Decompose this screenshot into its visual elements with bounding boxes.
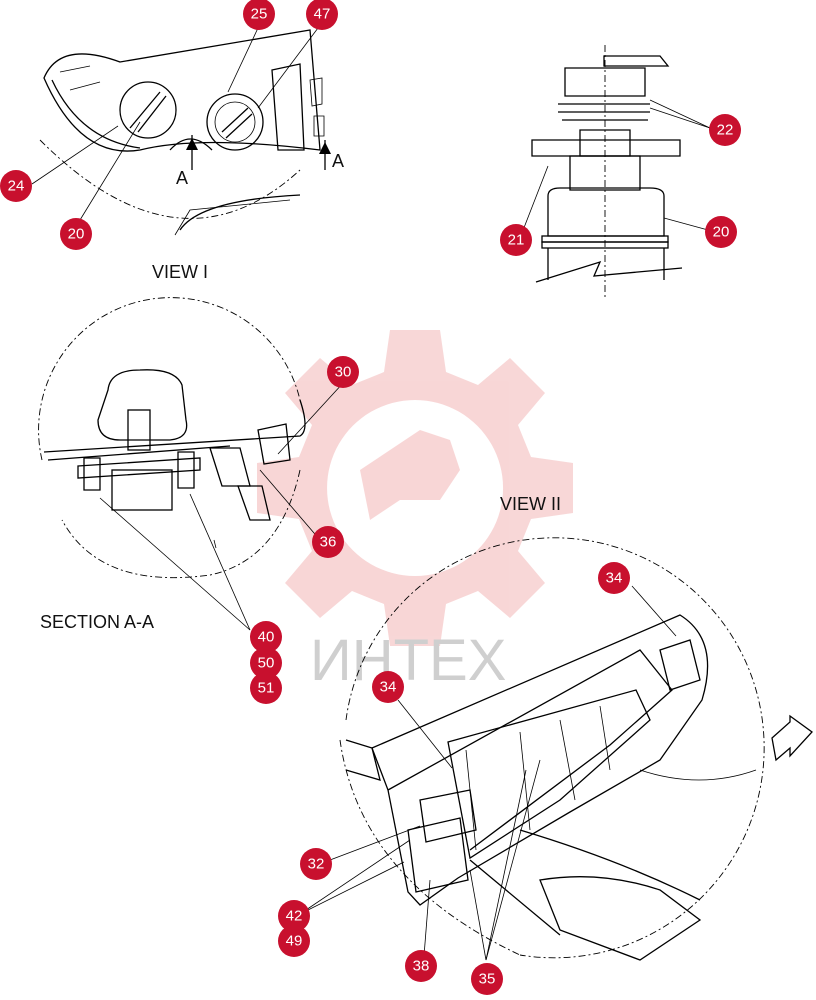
- svg-text:32: 32: [308, 856, 325, 873]
- callout-38: 38: [405, 950, 437, 982]
- gear-icon: [257, 330, 573, 646]
- callout-47: 47: [306, 0, 338, 30]
- svg-text:40: 40: [258, 629, 275, 646]
- view-2-label: VIEW II: [500, 494, 561, 514]
- svg-text:20: 20: [68, 226, 85, 243]
- callout-50: 50: [250, 647, 282, 679]
- watermark-logo: [257, 330, 573, 646]
- svg-text:35: 35: [479, 971, 496, 988]
- section-mark-left: A: [176, 168, 188, 188]
- view-1-label: VIEW I: [152, 262, 208, 282]
- callout-30: 30: [327, 356, 359, 388]
- svg-text:30: 30: [335, 364, 352, 381]
- callout-51: 51: [250, 672, 282, 704]
- svg-text:51: 51: [258, 680, 275, 697]
- svg-text:24: 24: [8, 178, 25, 195]
- svg-text:50: 50: [258, 655, 275, 672]
- callout-21: 21: [500, 224, 532, 256]
- callout-49: 49: [278, 925, 310, 957]
- callout-32: 32: [300, 848, 332, 880]
- wrench-icon: [360, 430, 460, 520]
- callout-35: 35: [471, 963, 503, 995]
- svg-text:25: 25: [251, 6, 268, 23]
- svg-text:36: 36: [320, 534, 337, 551]
- callout-34-top: 34: [598, 562, 630, 594]
- svg-text:47: 47: [314, 6, 331, 23]
- callout-42: 42: [278, 900, 310, 932]
- svg-text:34: 34: [606, 570, 623, 587]
- callout-34-left: 34: [372, 671, 404, 703]
- view-2-detail: [299, 537, 813, 961]
- callout-36: 36: [312, 526, 344, 558]
- section-mark-right: A: [332, 151, 344, 171]
- svg-text:34: 34: [380, 679, 397, 696]
- section-aa-detail: [38, 297, 345, 631]
- callout-20-view1: 20: [60, 218, 92, 250]
- callout-24: 24: [0, 170, 32, 202]
- callout-25: 25: [243, 0, 275, 30]
- svg-text:22: 22: [717, 122, 734, 139]
- svg-text:21: 21: [508, 232, 525, 249]
- callout-22: 22: [709, 114, 741, 146]
- svg-text:49: 49: [286, 933, 303, 950]
- callout-20-cap: 20: [705, 216, 737, 248]
- callout-40: 40: [250, 621, 282, 653]
- view-1-detail: A A: [31, 27, 344, 236]
- watermark-text: ИНТЕХ: [310, 628, 506, 693]
- svg-text:20: 20: [713, 224, 730, 241]
- cap-detail: [519, 45, 711, 298]
- section-aa-label: SECTION A-A: [40, 612, 154, 632]
- svg-text:38: 38: [413, 958, 430, 975]
- svg-text:42: 42: [286, 908, 303, 925]
